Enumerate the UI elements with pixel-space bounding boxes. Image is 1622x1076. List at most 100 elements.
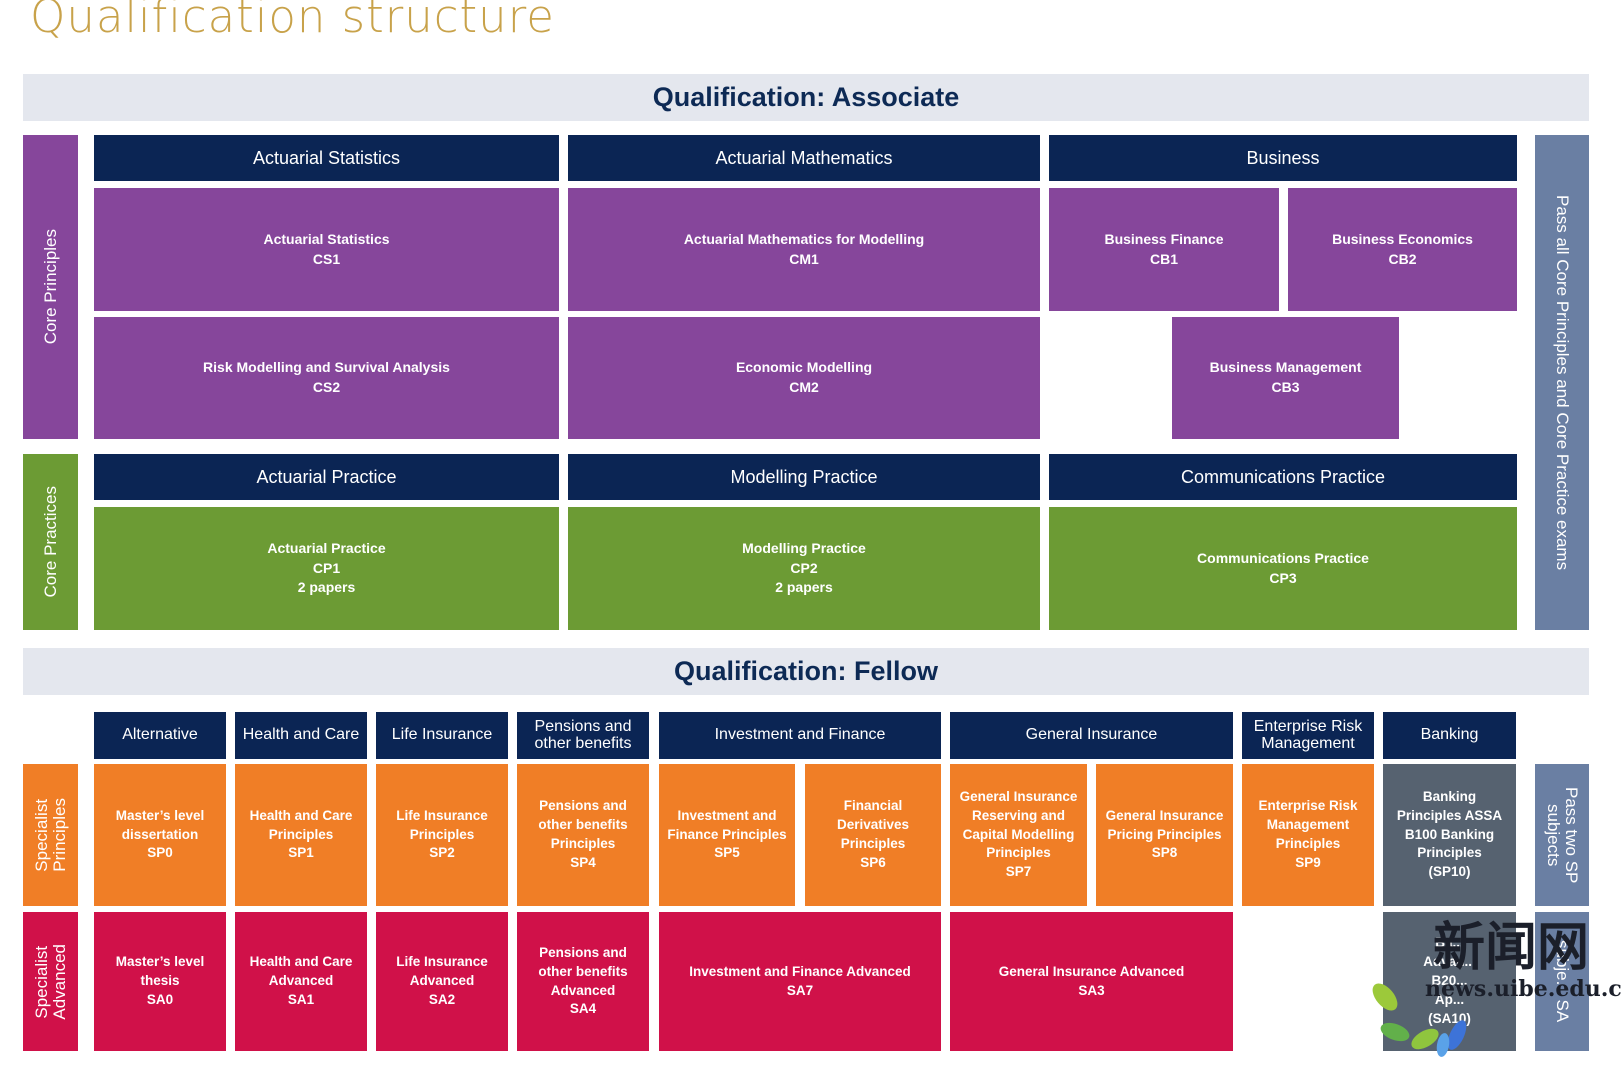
line: General Insurance bbox=[1105, 807, 1224, 823]
line: other benefits bbox=[538, 817, 628, 833]
associate-side-note-text: Pass all Core Principles and Core Practi… bbox=[1552, 194, 1572, 571]
line: SP1 bbox=[288, 845, 314, 861]
label-line: Principles bbox=[49, 798, 69, 872]
subject-cs1: Actuarial Statistics CS1 bbox=[94, 188, 559, 311]
line: Life Insurance bbox=[396, 807, 488, 823]
line: Health and Care bbox=[249, 807, 353, 823]
line: SP0 bbox=[147, 845, 173, 861]
specialist-advanced-label: Specialist Advanced bbox=[23, 912, 78, 1051]
subject-sp8: General Insurance Pricing Principles SP8 bbox=[1096, 764, 1233, 906]
subject-code: CS2 bbox=[312, 379, 341, 395]
note-line: Pass two SP bbox=[1561, 786, 1581, 884]
subject-code: CP3 bbox=[1269, 569, 1297, 586]
fellow-side-note-sa-text: subje... SA bbox=[1552, 940, 1572, 1023]
line: General Insurance bbox=[959, 788, 1078, 804]
line: Principles bbox=[840, 836, 906, 851]
subject-code: CB2 bbox=[1388, 250, 1417, 267]
specialist-advanced-label-text: Specialist Advanced bbox=[31, 944, 69, 1020]
line: Investment and bbox=[677, 807, 777, 823]
subject-name: Risk Modelling and Survival Analysis bbox=[203, 359, 450, 376]
subject-cb2: Business Economics CB2 bbox=[1288, 188, 1517, 311]
subject-sa3: General Insurance Advanced SA3 bbox=[950, 912, 1233, 1051]
subject-papers: 2 papers bbox=[775, 579, 833, 596]
label-line: Specialist bbox=[31, 798, 51, 872]
line: Principles bbox=[268, 826, 334, 842]
line: Advanced bbox=[268, 973, 334, 989]
line: SA7 bbox=[786, 982, 814, 998]
core-practices-label-text: Core Practices bbox=[40, 486, 60, 598]
subject-sp1: Health and Care Principles SP1 bbox=[235, 764, 367, 906]
header-actuarial-statistics: Actuarial Statistics bbox=[94, 135, 559, 181]
subject-name: Economic Modelling bbox=[735, 359, 873, 376]
subject-cm1: Actuarial Mathematics for Modelling CM1 bbox=[568, 188, 1040, 311]
core-practices-label: Core Practices bbox=[23, 454, 78, 630]
line: Life Insurance bbox=[396, 954, 488, 970]
line: Health and Care bbox=[249, 954, 353, 970]
subject-sp4: Pensions and other benefits Principles S… bbox=[517, 764, 649, 906]
associate-side-note: Pass all Core Principles and Core Practi… bbox=[1535, 135, 1589, 630]
line: Pensions and bbox=[539, 798, 627, 814]
subject-code: CP2 bbox=[790, 559, 818, 576]
subject-code: CB3 bbox=[1271, 379, 1300, 395]
line: Principles bbox=[409, 826, 475, 842]
label-line: Specialist bbox=[31, 945, 51, 1018]
line: Principles bbox=[550, 836, 616, 851]
header-life-insurance: Life Insurance bbox=[376, 712, 508, 759]
subject-name: Communications Practice bbox=[1197, 549, 1369, 566]
line: SP6 bbox=[860, 854, 886, 870]
subject-name: Actuarial Statistics bbox=[263, 230, 390, 247]
core-principles-label-text: Core Principles bbox=[40, 229, 60, 345]
subject-sp7: General Insurance Reserving and Capital … bbox=[950, 764, 1087, 906]
watermark: 新闻网 news.uibe.edu.cn bbox=[1365, 922, 1622, 1072]
line: Ba... bbox=[1435, 935, 1464, 951]
line: Master’s level bbox=[115, 954, 205, 970]
leaf-icon bbox=[1372, 983, 1467, 1057]
subject-papers: 2 papers bbox=[297, 579, 356, 596]
line: SP2 bbox=[429, 845, 455, 861]
header-health-and-care: Health and Care bbox=[235, 712, 367, 759]
subject-code: CM2 bbox=[789, 379, 819, 395]
note-line: subjects bbox=[1544, 803, 1563, 867]
header-line: Management bbox=[1261, 734, 1355, 752]
subject-name: Modelling Practice bbox=[742, 540, 866, 557]
subject-cs2: Risk Modelling and Survival Analysis CS2 bbox=[94, 317, 559, 439]
line: B20... bbox=[1431, 973, 1468, 989]
subject-sa4: Pensions and other benefits Advanced SA4 bbox=[517, 912, 649, 1051]
subject-cp2: Modelling Practice CP2 2 papers bbox=[568, 507, 1040, 630]
line: SA4 bbox=[569, 1001, 597, 1017]
subject-sp10: Banking Principles ASSA B100 Banking Pri… bbox=[1383, 764, 1516, 906]
line: Principles ASSA bbox=[1396, 807, 1503, 823]
line: Financial bbox=[843, 798, 903, 814]
page-title: Qualification structure bbox=[30, 0, 555, 43]
subject-cb3: Business Management CB3 bbox=[1172, 317, 1399, 439]
fellow-side-note-sp-text: Pass two SP subjects bbox=[1544, 786, 1581, 884]
subject-sa7: Investment and Finance Advanced SA7 bbox=[659, 912, 941, 1051]
fellow-side-note-sa: subje... SA bbox=[1535, 912, 1589, 1051]
line: SA3 bbox=[1078, 982, 1105, 998]
subject-sa2: Life Insurance Advanced SA2 bbox=[376, 912, 508, 1051]
line: thesis bbox=[140, 973, 180, 989]
line: Finance Principles bbox=[667, 826, 787, 842]
line: other benefits bbox=[538, 963, 628, 979]
header-business: Business bbox=[1049, 135, 1517, 181]
header-alternative: Alternative bbox=[94, 712, 226, 759]
line: Derivatives bbox=[836, 817, 910, 833]
line: SP4 bbox=[570, 854, 596, 870]
subject-name: Actuarial Practice bbox=[267, 540, 386, 557]
subject-sp9: Enterprise Risk Management Principles SP… bbox=[1242, 764, 1374, 906]
line: Enterprise Risk bbox=[1258, 798, 1358, 814]
header-general-insurance: General Insurance bbox=[950, 712, 1233, 759]
subject-cp3: Communications Practice CP3 bbox=[1049, 507, 1517, 630]
subject-code: CM1 bbox=[789, 250, 819, 267]
line: SA2 bbox=[428, 991, 456, 1007]
line: SP9 bbox=[1295, 854, 1321, 870]
line: Advanced bbox=[550, 982, 616, 998]
line: Capital Modelling bbox=[962, 826, 1075, 842]
line: Reserving and bbox=[971, 807, 1066, 823]
subject-code: CS1 bbox=[312, 250, 341, 267]
line: Management bbox=[1266, 817, 1350, 833]
fellow-side-note-sp: Pass two SP subjects bbox=[1535, 764, 1589, 906]
line: SA1 bbox=[287, 991, 315, 1007]
subject-sa1: Health and Care Advanced SA1 bbox=[235, 912, 367, 1051]
header-investment-and-finance: Investment and Finance bbox=[659, 712, 941, 759]
